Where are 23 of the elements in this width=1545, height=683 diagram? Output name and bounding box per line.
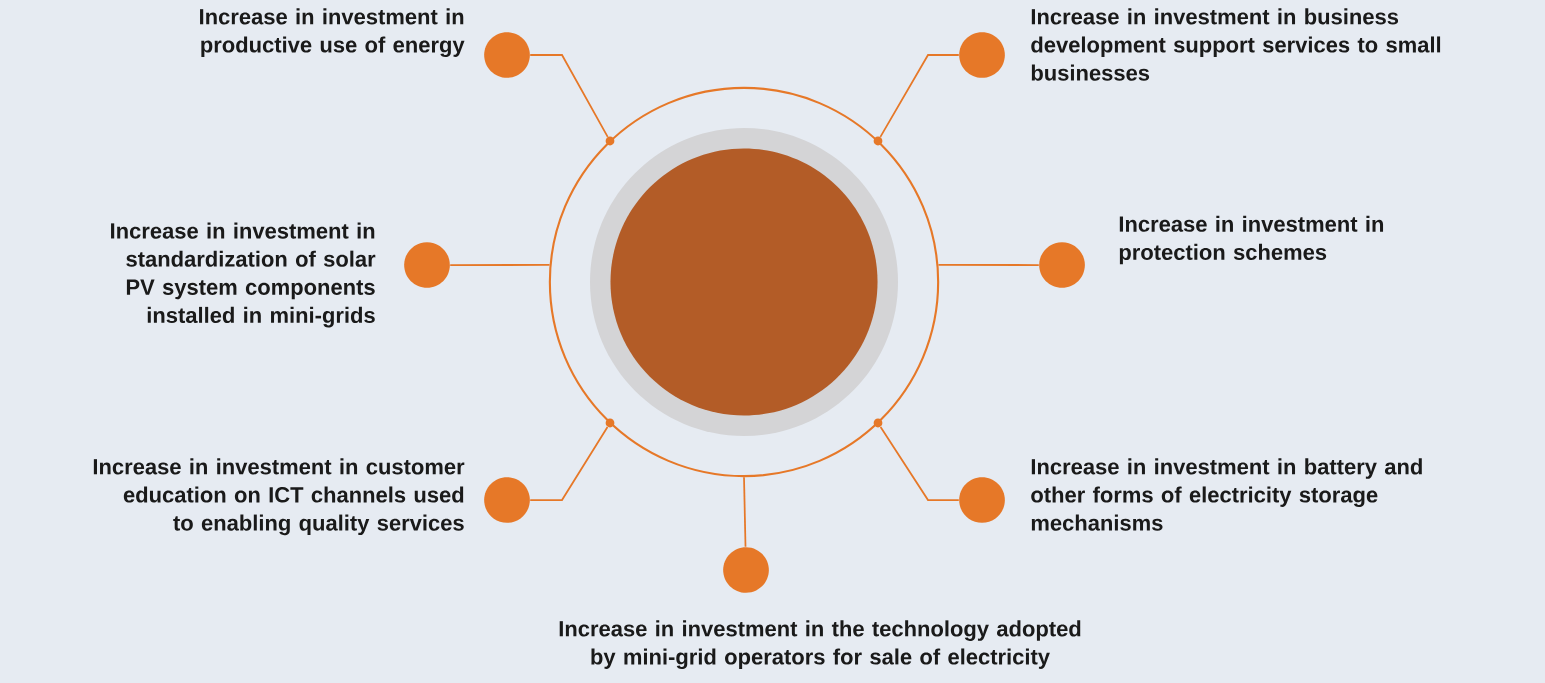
label-text: Increase in investment in the technology adopted by mini-grid operators for sale of electricity (559, 620, 1081, 670)
connector-line (879, 54, 960, 138)
label-text: Increase in investment in business development support services to small businesses (1031, 8, 1441, 81)
connector-line (529, 426, 609, 501)
connector-line (937, 264, 1040, 266)
connector-line (529, 54, 609, 138)
dot (484, 32, 530, 78)
dot (959, 32, 1005, 78)
connector-line (743, 476, 747, 548)
dot (723, 547, 769, 593)
dot (484, 477, 530, 523)
label-text: Increase in investment in productive use of energy (200, 8, 465, 58)
ring (548, 86, 940, 478)
dot (959, 477, 1005, 523)
dot (404, 242, 450, 288)
label-text: Increase in investment in standardization of solar PV system components installed in mini-grids (111, 222, 376, 328)
label-text: Increase in investment in protection schemes (1119, 215, 1384, 265)
connector-line (449, 264, 551, 266)
label-text: Increase in investment in customer education on ICT channels used to enabling quality services (93, 458, 465, 536)
dot (1039, 242, 1085, 288)
connector-line (879, 426, 960, 501)
center-circle (590, 128, 898, 436)
label-text: Increase in investment in battery and other forms of electricity storage mechanisms (1031, 458, 1422, 531)
